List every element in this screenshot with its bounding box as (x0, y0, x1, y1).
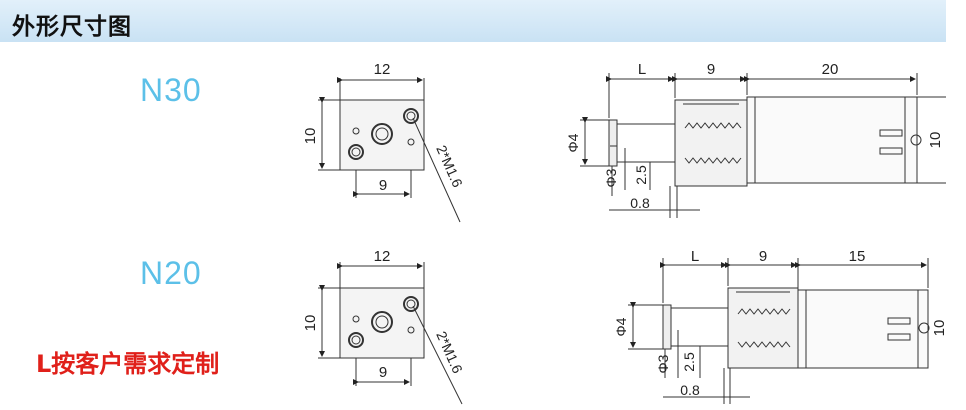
model-label-n20: N20 (140, 255, 202, 291)
n30-side-shaft-dia: Φ4 (565, 133, 581, 152)
n30-side-motor-height: 10 (927, 132, 944, 149)
n20-side-shaft-length: L (691, 248, 699, 265)
page-title: 外形尺寸图 (12, 14, 132, 40)
n30-side-shaft-length: L (638, 61, 646, 78)
n30-front-height: 10 (302, 128, 319, 145)
n20-front-view (318, 262, 463, 405)
n30-front-view (318, 77, 461, 223)
n30-front-width: 12 (374, 61, 391, 78)
n20-side-flat-depth: 2.5 (681, 352, 697, 372)
n20-side-motor-length: 15 (849, 248, 866, 265)
n30-side-view (580, 73, 946, 218)
n30-side-d-flat: Φ3 (603, 168, 619, 187)
n30-side-gearbox-length: 9 (707, 61, 715, 78)
n30-side-motor-length: 20 (822, 61, 839, 78)
n30-front-hole-spacing: 9 (379, 177, 387, 194)
n20-side-collar: 0.8 (680, 382, 700, 398)
n30-side-collar: 0.8 (630, 195, 650, 211)
n20-front-screw: 2*M1.6 (433, 329, 466, 376)
model-label-n30: N30 (140, 72, 202, 108)
n20-side-shaft-dia: Φ4 (613, 317, 629, 336)
n20-side-d-flat: Φ3 (655, 354, 671, 373)
n20-front-hole-spacing: 9 (379, 364, 387, 381)
n30-front-screw: 2*M1.6 (433, 143, 466, 190)
n20-side-motor-height: 10 (931, 320, 948, 337)
n20-front-height: 10 (302, 315, 319, 332)
header-bar: 外形尺寸图 (0, 0, 946, 42)
n20-side-gearbox-length: 9 (759, 248, 767, 265)
n30-side-flat-depth: 2.5 (633, 165, 649, 185)
customization-note: L按客户需求定制 (36, 350, 220, 378)
n20-front-width: 12 (374, 248, 391, 265)
n20-side-view (628, 258, 930, 404)
